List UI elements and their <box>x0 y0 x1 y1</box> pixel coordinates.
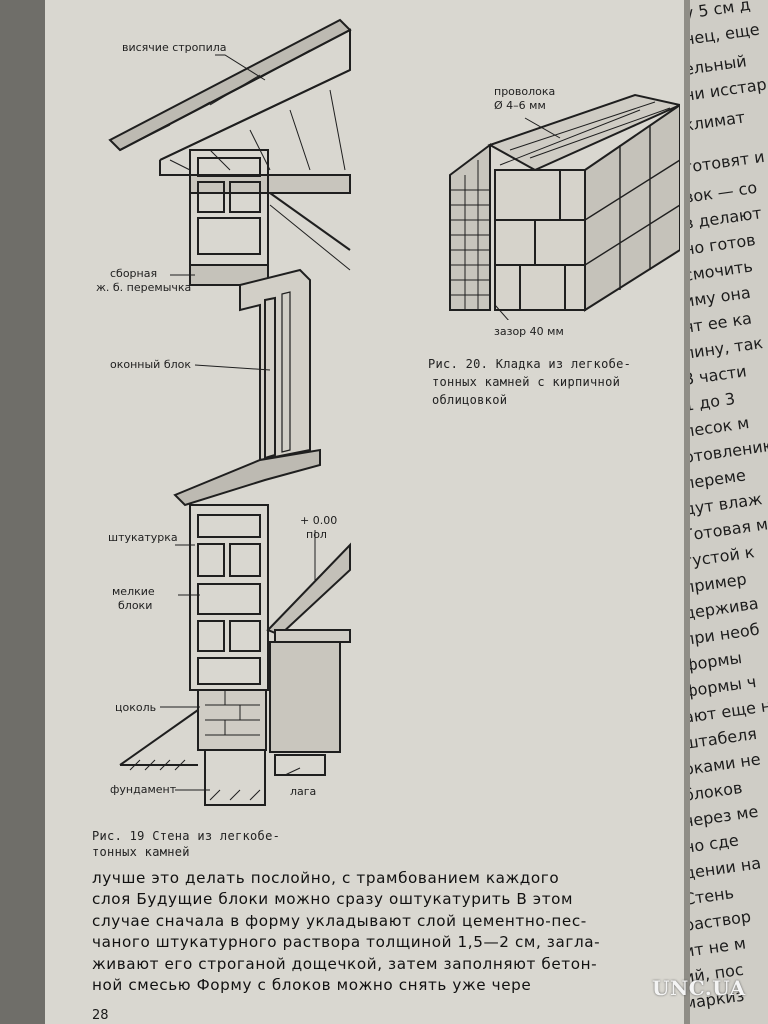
figure-20-caption-line1: Рис. 20. Кладка из легкобе- <box>428 357 632 371</box>
label-small-blocks-line2: блоки <box>118 599 153 612</box>
right-page-line: держива <box>684 593 760 623</box>
right-page-line: но сде <box>684 830 740 857</box>
right-page-line: ни исстар <box>684 74 768 105</box>
label-small-blocks-line1: мелкие <box>112 585 155 598</box>
right-page-line: формы ч <box>684 671 758 701</box>
figure-20-masonry <box>449 93 680 320</box>
watermark-logo: UNC.UA <box>652 976 746 1000</box>
right-page-line: густой к <box>684 542 756 571</box>
right-page-line: лину, так <box>684 333 765 363</box>
label-gap: зазор 40 мм <box>494 325 564 338</box>
body-line: чаного штукатурного раствора толщиной 1,… <box>92 933 601 952</box>
right-page-line: ит не м <box>684 933 747 961</box>
right-page-line: переме <box>684 465 747 493</box>
right-page-line: Готовая м <box>684 514 768 545</box>
right-page-line: ят ее ка <box>684 308 753 337</box>
label-joist: лага <box>290 785 317 798</box>
right-page-line: иму она <box>684 282 752 311</box>
right-page-line: 1 до 3 <box>684 388 737 415</box>
right-page-line: но готов <box>684 230 757 259</box>
body-line: лучше это делать послойно, с трамбование… <box>92 869 560 887</box>
body-line: слоя Будущие блоки можно сразу оштукатур… <box>92 890 574 909</box>
right-page-line: 3 части <box>684 361 748 389</box>
right-page-line: отовлению <box>684 435 768 467</box>
label-rafters: висячие стропила <box>122 41 227 54</box>
right-page-line: оками не <box>684 749 762 779</box>
label-wire-line2: Ø 4–6 мм <box>494 99 546 112</box>
right-page-line: раствор <box>684 906 753 935</box>
label-lintel-line1: сборная <box>110 267 158 280</box>
figure-20-caption-line2: тонных камней с кирпичной <box>432 375 621 389</box>
label-foundation: фундамент <box>110 783 177 796</box>
page-number: 28 <box>92 1008 109 1023</box>
body-paragraph: лучше это делать послойно, с трамбование… <box>92 868 692 996</box>
right-page-line: при необ <box>684 619 761 649</box>
right-page-line: формы <box>684 647 744 675</box>
figure-19-wall-section <box>108 18 352 806</box>
right-page-line: у 5 см д <box>684 0 752 23</box>
label-plaster: штукатурка <box>108 531 178 544</box>
right-page: у 5 см д нец, еще ельный ни исстар клима… <box>684 0 768 1024</box>
right-page-line: штабеля <box>684 723 758 753</box>
label-wire-line1: проволока <box>494 85 556 98</box>
label-lintel-line2: ж. б. перемычка <box>96 281 192 294</box>
right-page-line: дут влаж <box>684 489 764 519</box>
label-window-block: оконный блок <box>110 358 192 371</box>
body-line: живают его строганой дощечкой, затем зап… <box>92 954 598 973</box>
body-line: ной смесью Форму с блоков можно снять уж… <box>92 976 532 995</box>
right-page-line: ельный <box>684 51 748 79</box>
figure-20-caption-line3: облицовкой <box>432 393 508 407</box>
label-floor: пол <box>306 528 327 541</box>
right-page-line: вок — со <box>684 177 759 207</box>
right-page-line: блоков <box>684 777 744 805</box>
right-page-line: смочить <box>684 256 754 285</box>
figure-19-caption-line1: Рис. 19 Стена из легкобе- <box>92 829 281 843</box>
body-line: случае сначала в форму укладывают слой ц… <box>92 911 587 930</box>
right-page-line: пример <box>684 569 748 597</box>
label-level: + 0.00 <box>300 514 338 527</box>
right-page-line: песок м <box>684 412 751 441</box>
figure-19-caption-line2: тонных камней <box>92 845 190 859</box>
right-page-line: климат <box>684 107 747 135</box>
right-page-line: в делают <box>684 203 763 233</box>
right-page-line: готовят и <box>684 146 766 177</box>
right-page-line: нец, еще <box>684 19 761 49</box>
label-plinth: цоколь <box>115 701 157 714</box>
right-page-line: через ме <box>684 801 760 831</box>
right-page-line: дении на <box>684 853 763 883</box>
book-gutter <box>684 0 690 1024</box>
right-page-line: ают еще н <box>684 695 768 727</box>
